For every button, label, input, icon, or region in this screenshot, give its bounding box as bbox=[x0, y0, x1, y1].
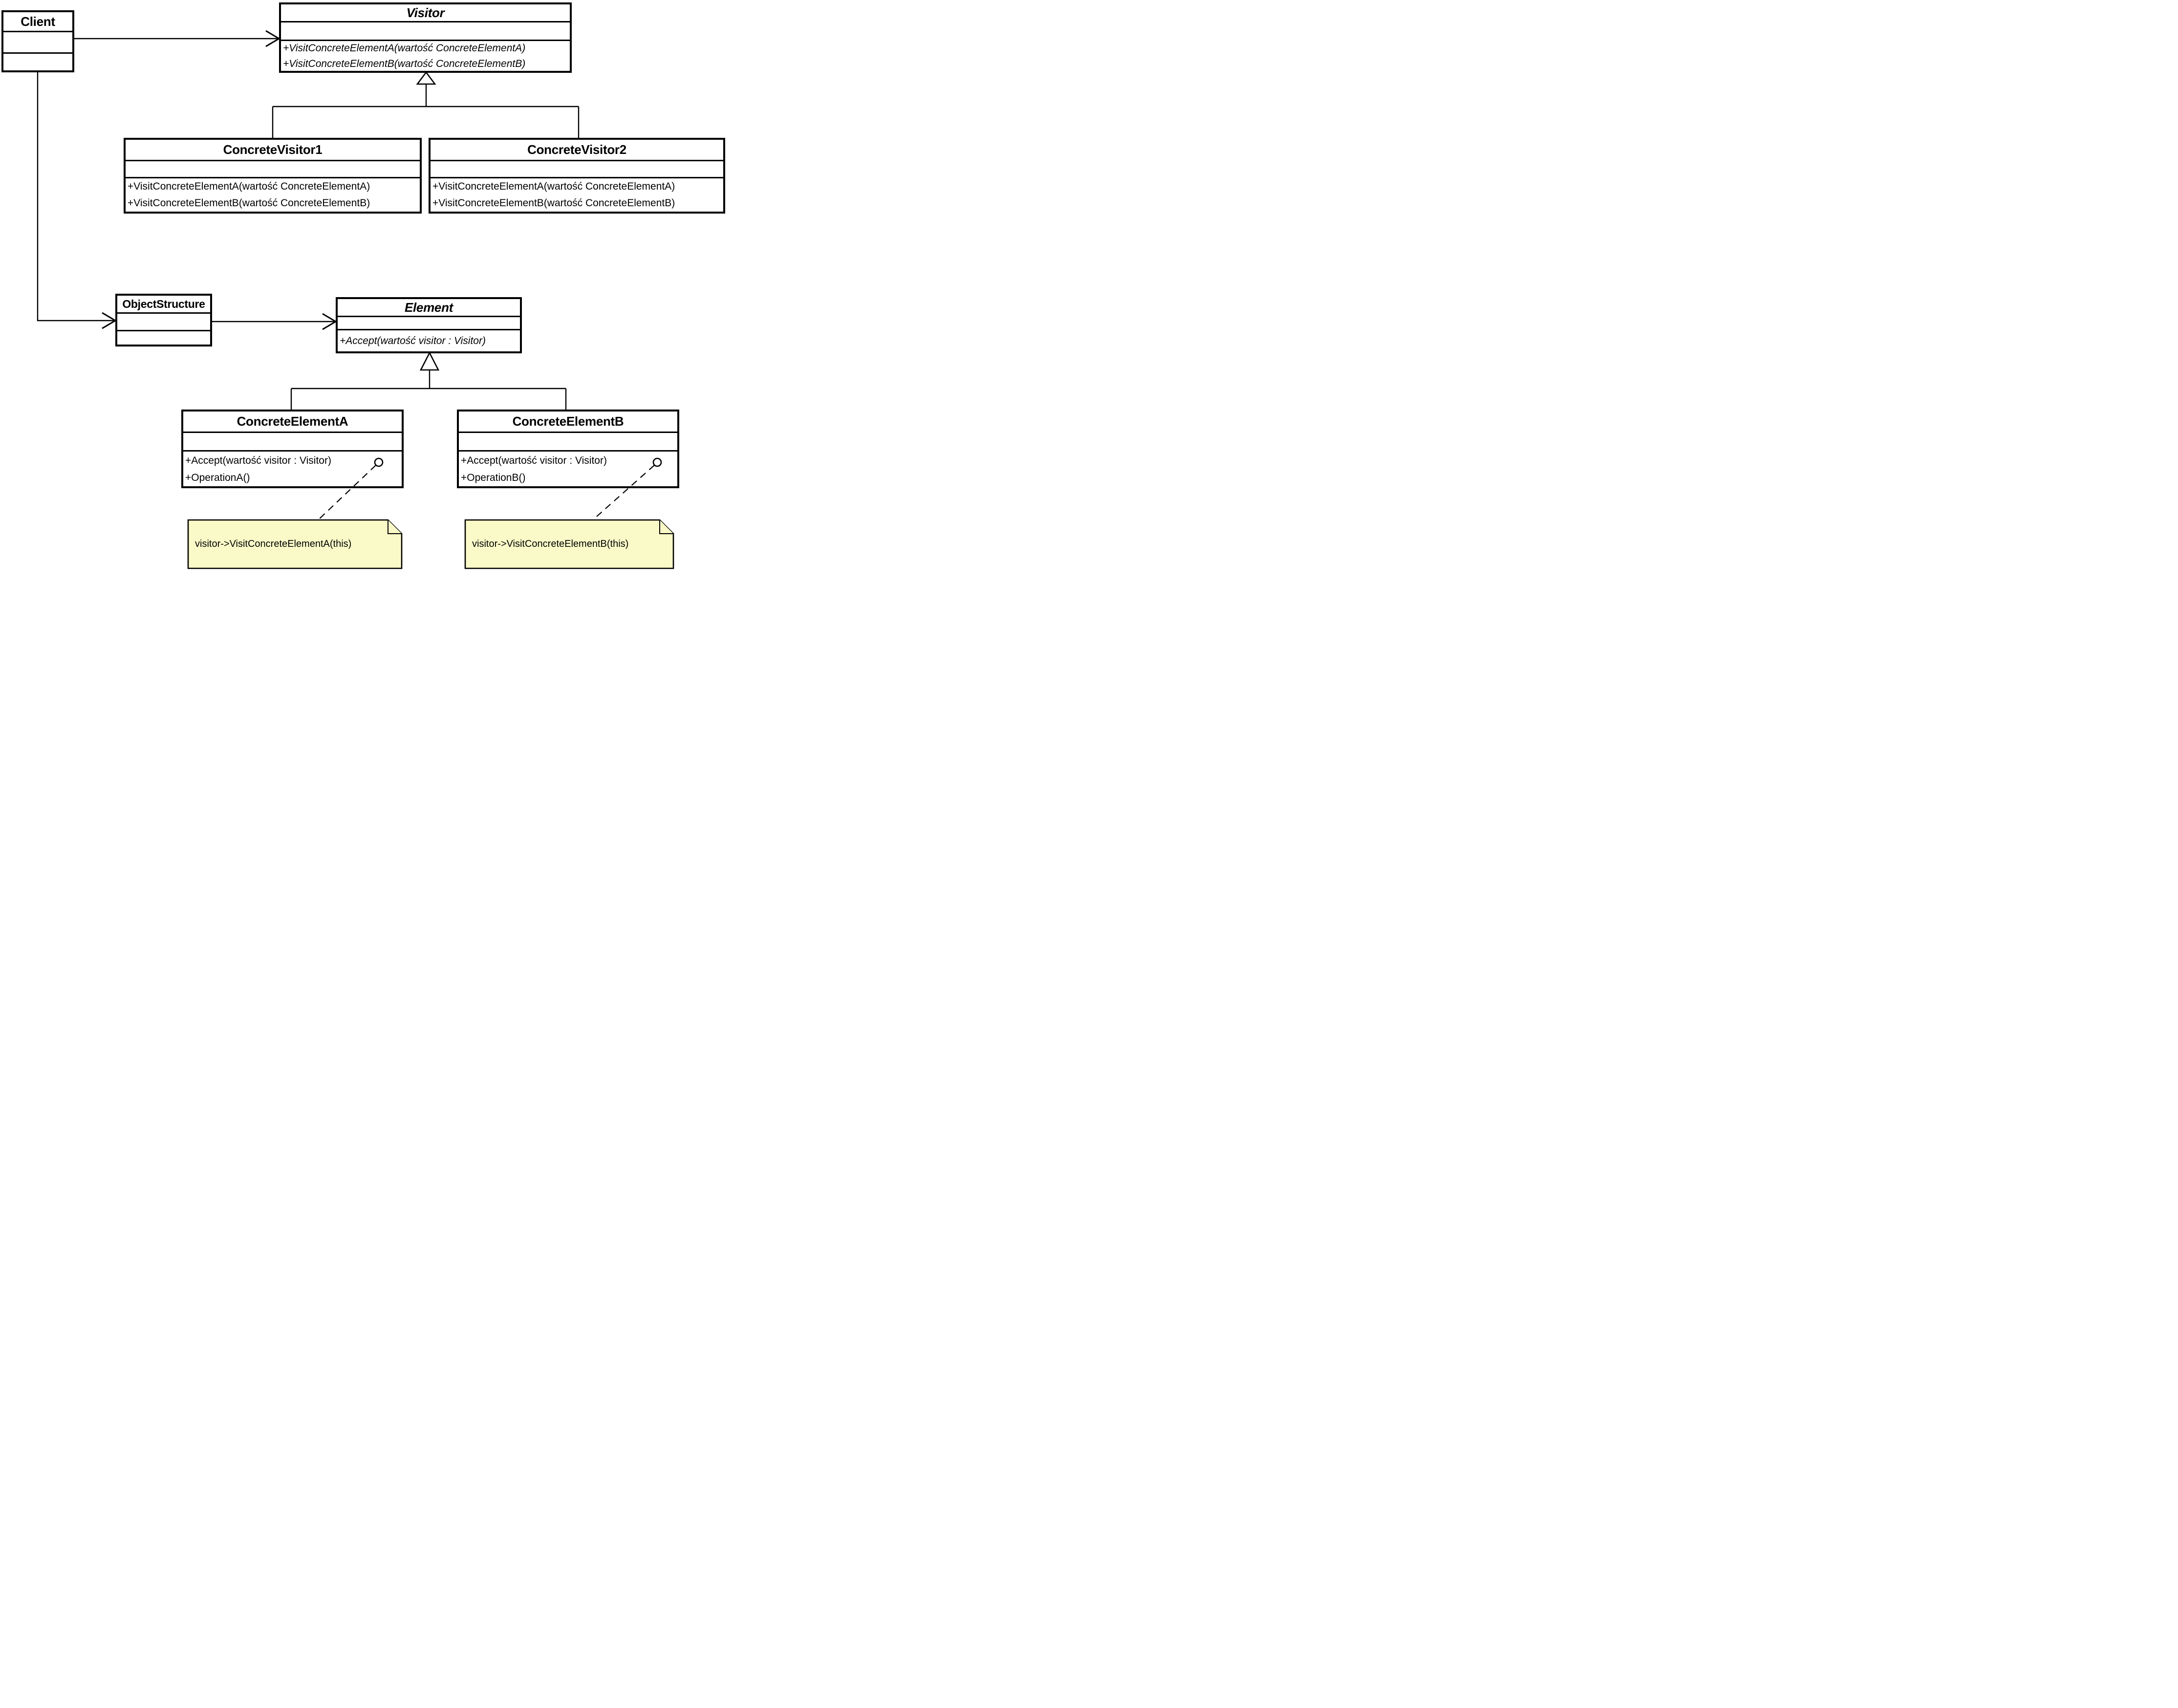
method-label: +Accept(wartość visitor : Visitor) bbox=[185, 454, 331, 466]
class-box-element: Element +Accept(wartość visitor : Visito… bbox=[336, 297, 522, 353]
method-label: +OperationA() bbox=[185, 472, 250, 483]
class-attributes-object-structure bbox=[117, 312, 210, 330]
class-box-concrete-visitor-1: ConcreteVisitor1 +VisitConcreteElementA(… bbox=[124, 138, 422, 214]
note-fold-icon bbox=[659, 520, 673, 534]
class-attributes-concrete-element-b bbox=[459, 432, 677, 450]
class-title-concrete-visitor-2: ConcreteVisitor2 bbox=[527, 142, 626, 157]
note-fold-icon bbox=[388, 520, 402, 534]
class-methods-concrete-element-b: +Accept(wartość visitor : Visitor) +Oper… bbox=[459, 450, 677, 486]
class-methods-object-structure bbox=[117, 330, 210, 345]
method-label: +VisitConcreteElementA(wartość ConcreteE… bbox=[128, 181, 370, 192]
generalization-triangle-icon bbox=[419, 351, 440, 371]
class-title-client: Client bbox=[21, 14, 55, 29]
note-shape-b bbox=[464, 519, 674, 569]
class-methods-element: +Accept(wartość visitor : Visitor) bbox=[338, 329, 520, 351]
anchor-circle-icon bbox=[652, 457, 662, 467]
class-attributes-concrete-element-a bbox=[183, 432, 402, 450]
uml-class-diagram: Client Visitor +VisitConcreteElementA(wa… bbox=[0, 0, 726, 569]
class-title-element: Element bbox=[404, 300, 453, 315]
class-attributes-client bbox=[3, 31, 72, 52]
class-attributes-concrete-visitor-1 bbox=[126, 160, 420, 177]
note-anchor-dashed-a bbox=[318, 465, 376, 520]
class-methods-concrete-visitor-2: +VisitConcreteElementA(wartość ConcreteE… bbox=[431, 177, 723, 212]
class-box-object-structure: ObjectStructure bbox=[115, 294, 212, 346]
open-arrowhead-icon bbox=[102, 312, 117, 329]
class-methods-concrete-visitor-1: +VisitConcreteElementA(wartość ConcreteE… bbox=[126, 177, 420, 212]
method-label: +Accept(wartość visitor : Visitor) bbox=[340, 335, 486, 346]
class-title-visitor: Visitor bbox=[406, 5, 445, 20]
method-label: +VisitConcreteElementA(wartość ConcreteE… bbox=[432, 181, 675, 192]
class-attributes-visitor bbox=[281, 21, 570, 40]
class-title-concrete-visitor-1: ConcreteVisitor1 bbox=[223, 142, 323, 157]
class-methods-client bbox=[3, 52, 72, 70]
class-box-visitor: Visitor +VisitConcreteElementA(wartość C… bbox=[279, 2, 572, 73]
class-title-object-structure: ObjectStructure bbox=[122, 297, 205, 310]
generalization-visitor-branch bbox=[272, 84, 580, 138]
method-label: +VisitConcreteElementB(wartość ConcreteE… bbox=[432, 197, 675, 209]
method-label: +OperationB() bbox=[461, 472, 526, 483]
generalization-element-branch bbox=[290, 370, 567, 410]
generalization-triangle-icon bbox=[416, 71, 436, 85]
note-anchor-dashed-b bbox=[592, 465, 655, 520]
note-shape-a bbox=[187, 519, 403, 569]
class-methods-visitor: +VisitConcreteElementA(wartość ConcreteE… bbox=[281, 40, 570, 71]
note-b: visitor->VisitConcreteElementB(this) bbox=[472, 538, 629, 549]
method-label: +VisitConcreteElementA(wartość ConcreteE… bbox=[283, 42, 526, 54]
class-box-concrete-element-b: ConcreteElementB +Accept(wartość visitor… bbox=[457, 410, 679, 488]
class-box-client: Client bbox=[1, 10, 74, 72]
method-label: +Accept(wartość visitor : Visitor) bbox=[461, 454, 607, 466]
class-attributes-element bbox=[338, 316, 520, 329]
class-methods-concrete-element-a: +Accept(wartość visitor : Visitor) +Oper… bbox=[183, 450, 402, 486]
class-title-concrete-element-a: ConcreteElementA bbox=[237, 414, 348, 429]
class-title-concrete-element-b: ConcreteElementB bbox=[512, 414, 624, 429]
method-label: +VisitConcreteElementB(wartość ConcreteE… bbox=[283, 58, 526, 69]
class-box-concrete-element-a: ConcreteElementA +Accept(wartość visitor… bbox=[181, 410, 404, 488]
connector-layer bbox=[37, 30, 674, 569]
anchor-circle-icon bbox=[374, 457, 384, 467]
open-arrowhead-icon bbox=[265, 30, 280, 47]
class-box-concrete-visitor-2: ConcreteVisitor2 +VisitConcreteElementA(… bbox=[429, 138, 725, 214]
open-arrowhead-icon bbox=[322, 313, 337, 330]
class-attributes-concrete-visitor-2 bbox=[431, 160, 723, 177]
method-label: +VisitConcreteElementB(wartość ConcreteE… bbox=[128, 197, 370, 209]
note-a: visitor->VisitConcreteElementA(this) bbox=[195, 538, 352, 549]
association-client-objectstructure bbox=[37, 72, 115, 322]
